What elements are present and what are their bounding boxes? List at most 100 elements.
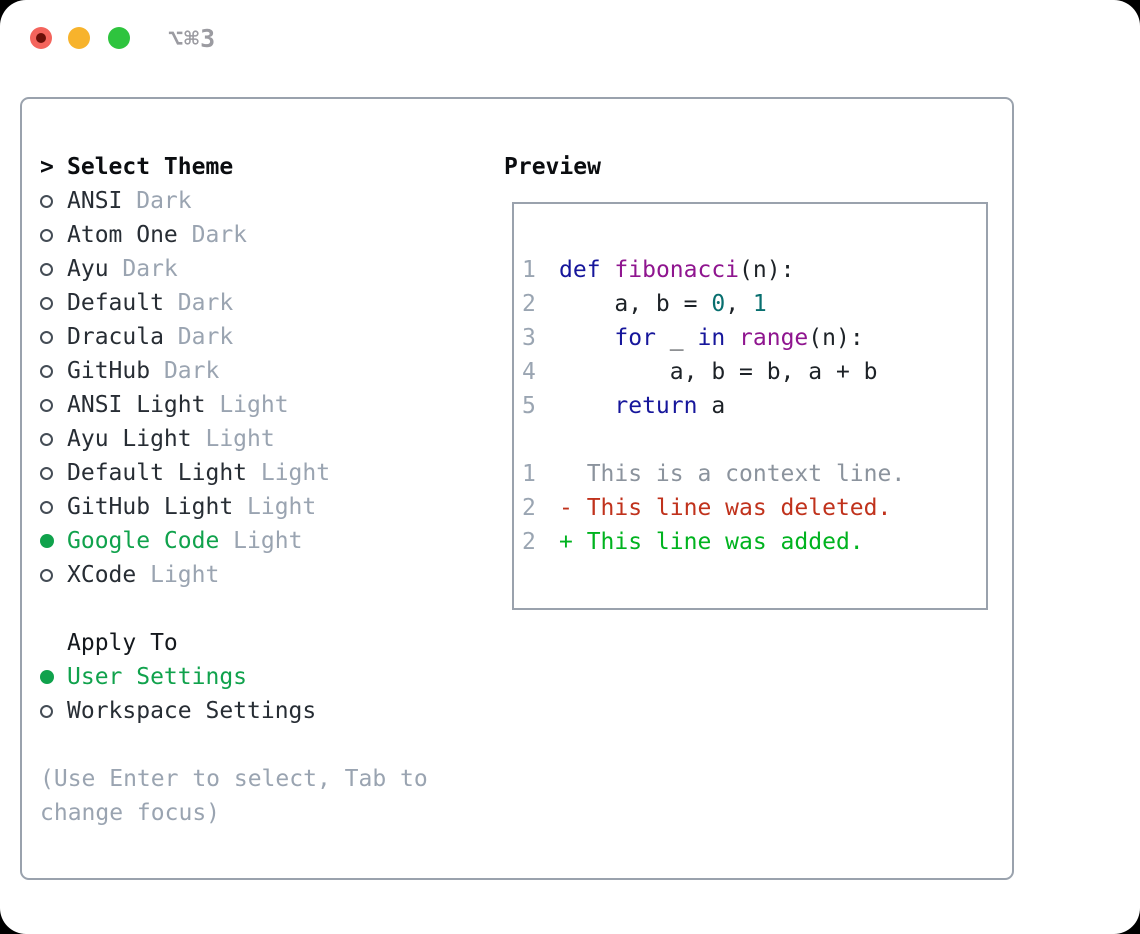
theme-variant: Dark (163, 290, 234, 316)
line-number: 5 (522, 393, 536, 419)
diff-text: - This line was deleted. (559, 495, 892, 521)
theme-list-header: Select Theme (67, 154, 234, 180)
theme-option[interactable]: Ayu Light Light (40, 422, 480, 456)
radio-marker (40, 466, 67, 480)
code-token: (n): (739, 257, 795, 283)
theme-name: GitHub (67, 358, 151, 384)
code-content: return a (559, 393, 725, 419)
theme-option[interactable]: Google Code Light (40, 524, 480, 558)
theme-variant: Light (219, 528, 303, 554)
theme-variant: Dark (163, 324, 234, 350)
traffic-light-close-icon[interactable] (30, 27, 52, 49)
theme-name: Ayu Light (67, 426, 192, 452)
theme-variant: Light (205, 392, 289, 418)
theme-name: Google Code (67, 528, 220, 554)
theme-variant: Dark (177, 222, 248, 248)
help-text: (Use Enter to select, Tab to change focu… (40, 762, 480, 830)
theme-option[interactable]: Ayu Dark (40, 252, 480, 286)
theme-option[interactable]: Default Light Light (40, 456, 480, 490)
line-number: 1 (522, 461, 536, 487)
code-line: 4 a, b = b, a + b (522, 355, 986, 389)
radio-marker (40, 534, 67, 548)
radio-icon (40, 262, 53, 276)
theme-name: Dracula (67, 324, 164, 350)
cursor-icon: > (40, 154, 54, 180)
help-text-line-1: (Use Enter to select, Tab to (40, 766, 428, 792)
diff-line-deleted: 2 - This line was deleted. (522, 491, 986, 525)
code-token: a, b = b, a + b (559, 359, 878, 385)
traffic-light-zoom-icon[interactable] (108, 27, 130, 49)
theme-list-header-row: > Select Theme (40, 150, 480, 184)
radio-marker (40, 262, 67, 276)
theme-option[interactable]: ANSI Dark (40, 184, 480, 218)
radio-icon (40, 432, 53, 446)
line-number: 1 (522, 257, 536, 283)
diff-text: This is a context line. (559, 461, 906, 487)
code-token (559, 325, 614, 351)
theme-option[interactable]: ANSI Light Light (40, 388, 480, 422)
traffic-light-minimize-icon[interactable] (68, 27, 90, 49)
line-number: 2 (522, 495, 536, 521)
theme-name: Default Light (67, 460, 248, 486)
radio-icon (40, 296, 53, 310)
code-token: 1 (752, 291, 767, 317)
radio-marker (40, 670, 67, 684)
theme-variant: Dark (108, 256, 178, 282)
code-token: , (725, 291, 753, 317)
radio-icon (40, 228, 53, 242)
code-content: a, b = b, a + b (559, 359, 878, 385)
theme-variant: Dark (122, 188, 192, 214)
code-line: 3 for _ in range(n): (522, 321, 986, 355)
radio-marker (40, 568, 67, 582)
apply-option[interactable]: Workspace Settings (40, 694, 480, 728)
apply-to-header-row: Apply To (40, 626, 480, 660)
diff-line-added: 2 + This line was added. (522, 525, 986, 559)
code-token: a, b = (559, 291, 712, 317)
theme-option[interactable]: Default Dark (40, 286, 480, 320)
theme-name: Default (67, 290, 164, 316)
radio-icon (40, 704, 53, 718)
help-text-line-2: change focus) (40, 800, 221, 826)
line-number: 4 (522, 359, 536, 385)
code-token: 0 (711, 291, 726, 317)
theme-name: GitHub Light (67, 494, 234, 520)
code-line: 5 return a (522, 389, 986, 423)
theme-option[interactable]: GitHub Dark (40, 354, 480, 388)
apply-to-header: Apply To (67, 630, 178, 656)
radio-icon (40, 398, 53, 412)
theme-variant: Light (191, 426, 275, 452)
radio-selected-icon (40, 670, 54, 684)
theme-option[interactable]: Dracula Dark (40, 320, 480, 354)
radio-icon (40, 568, 53, 582)
theme-variant: Light (247, 460, 331, 486)
radio-marker (40, 296, 67, 310)
theme-name: ANSI Light (67, 392, 206, 418)
apply-option[interactable]: User Settings (40, 660, 480, 694)
code-token: range (739, 325, 809, 351)
apply-option-label: User Settings (67, 664, 248, 690)
code-content: a, b = 0, 1 (559, 291, 767, 317)
radio-marker (40, 228, 67, 242)
code-token (725, 325, 739, 351)
radio-icon (40, 364, 53, 378)
code-token: (n): (808, 325, 864, 351)
radio-marker (40, 330, 67, 344)
radio-marker (40, 364, 67, 378)
theme-option[interactable]: XCode Light (40, 558, 480, 592)
diff-text: + This line was added. (559, 529, 864, 555)
theme-name: ANSI (67, 188, 123, 214)
code-token: in (697, 325, 726, 351)
radio-icon (40, 194, 53, 208)
line-number: 2 (522, 529, 536, 555)
theme-option[interactable]: Atom One Dark (40, 218, 480, 252)
titlebar: ⌥⌘3 (0, 0, 1140, 76)
theme-option[interactable]: GitHub Light Light (40, 490, 480, 524)
theme-name: Ayu (67, 256, 109, 282)
code-token: return (614, 393, 698, 419)
code-token (601, 257, 615, 283)
